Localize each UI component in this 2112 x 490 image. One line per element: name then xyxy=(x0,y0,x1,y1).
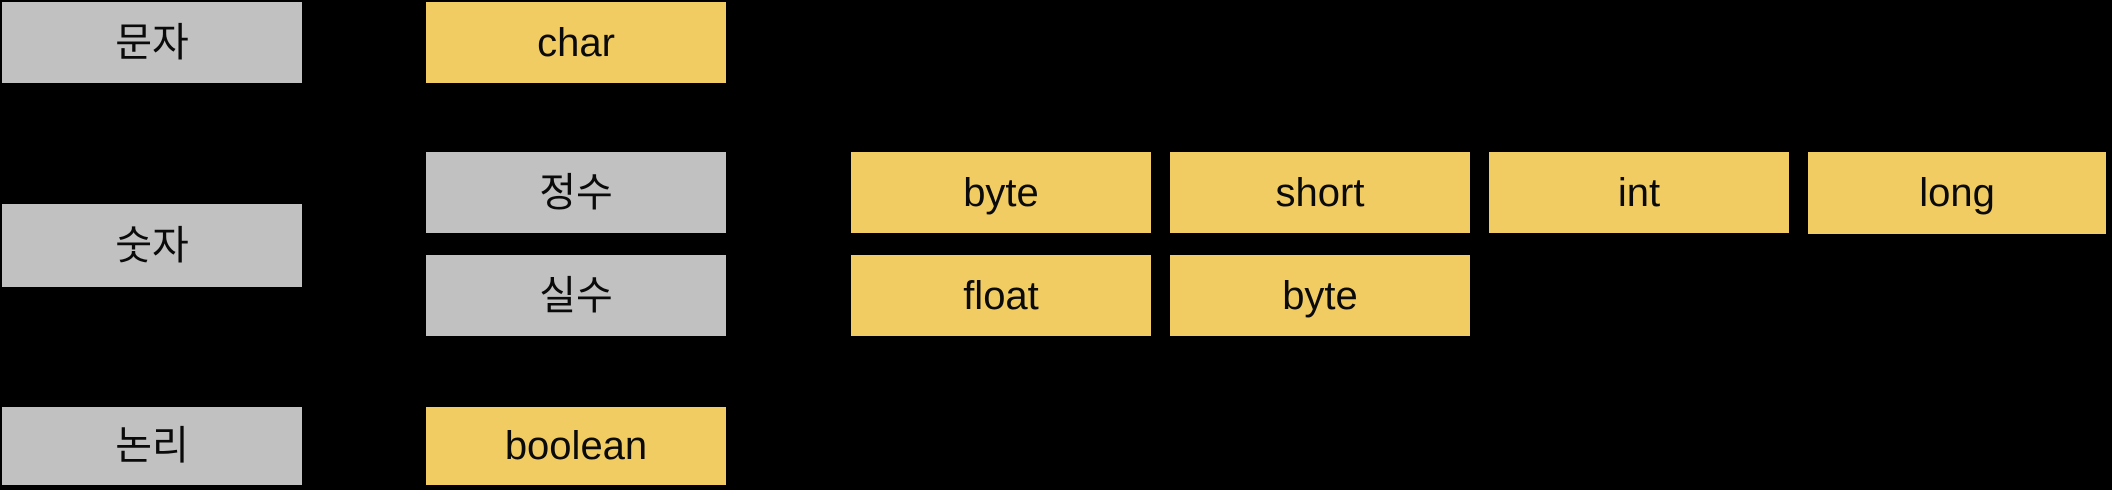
type-byte-2-box: byte xyxy=(1170,255,1470,336)
category-logic-box: 논리 xyxy=(2,407,302,485)
type-float-box: float xyxy=(851,255,1151,336)
type-char-box: char xyxy=(426,2,726,83)
subcategory-integer-box: 정수 xyxy=(426,152,726,233)
type-short-box: short xyxy=(1170,152,1470,233)
subcategory-real-number-box: 실수 xyxy=(426,255,726,336)
type-int-box: int xyxy=(1489,152,1789,233)
type-boolean-box: boolean xyxy=(426,407,726,485)
type-long-box: long xyxy=(1808,152,2106,234)
category-number-box: 숫자 xyxy=(2,204,302,287)
type-byte-box: byte xyxy=(851,152,1151,233)
category-character-box: 문자 xyxy=(2,2,302,83)
